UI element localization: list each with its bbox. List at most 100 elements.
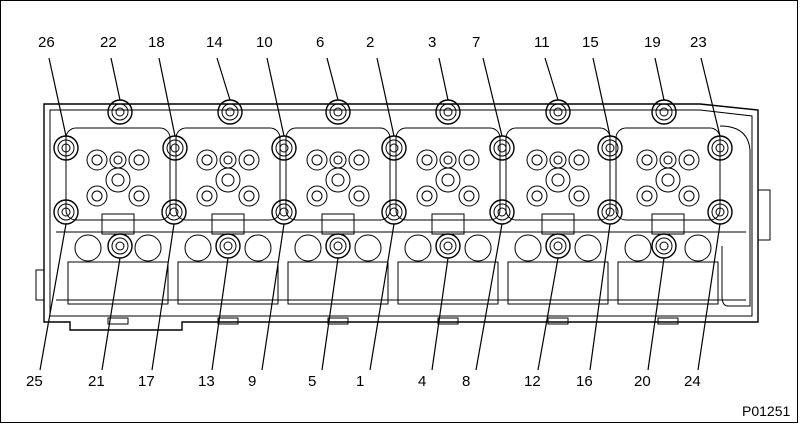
bolt xyxy=(651,99,677,125)
bottom-label: 25 xyxy=(26,373,43,390)
leader-line xyxy=(48,57,67,137)
bolt xyxy=(271,199,297,225)
leader-line xyxy=(101,257,121,371)
top-label: 15 xyxy=(582,34,599,51)
top-label: 14 xyxy=(206,34,223,51)
bolt-socket xyxy=(333,241,343,251)
valve-stem xyxy=(201,154,213,166)
leader-line xyxy=(537,257,559,371)
valve-stem xyxy=(133,190,145,202)
leader-line xyxy=(438,57,449,101)
bolt-socket xyxy=(389,207,399,217)
leader-line xyxy=(654,57,665,101)
bolt-socket xyxy=(497,207,507,217)
top-label: 22 xyxy=(100,34,117,51)
valve-seat xyxy=(636,185,658,207)
figure-reference: P01251 xyxy=(742,403,790,419)
bolt xyxy=(161,199,187,225)
valve-seat xyxy=(196,149,218,171)
bolt-head xyxy=(385,203,403,221)
port-face xyxy=(507,261,609,305)
bolt-head xyxy=(601,139,619,157)
valve-seat xyxy=(348,149,370,171)
bolt-head xyxy=(493,203,511,221)
bolt xyxy=(435,233,461,259)
right-boss xyxy=(758,189,771,241)
valve-seat xyxy=(568,185,590,207)
bolt-socket xyxy=(223,241,233,251)
valve-seat xyxy=(549,151,567,169)
bolt-socket xyxy=(497,143,507,153)
valve-stem xyxy=(311,154,323,166)
bolt-socket xyxy=(443,241,453,251)
valve-seat xyxy=(306,149,328,171)
valve-cover-seat xyxy=(285,127,391,221)
bracket-plate xyxy=(211,213,245,235)
bolt xyxy=(325,233,351,259)
bottom-label: 17 xyxy=(138,373,155,390)
bolt-head xyxy=(711,203,729,221)
bolt-socket xyxy=(115,241,125,251)
valve-seat xyxy=(458,185,480,207)
leader-line xyxy=(158,57,176,137)
bolt xyxy=(325,99,351,125)
port-face xyxy=(617,261,719,305)
port-face xyxy=(397,261,499,305)
valve-seat xyxy=(439,151,457,169)
port-opening xyxy=(184,234,212,262)
valve-seat xyxy=(196,185,218,207)
top-label: 10 xyxy=(256,34,273,51)
valve-stem xyxy=(311,190,323,202)
leader-line xyxy=(376,57,395,137)
tab xyxy=(437,317,459,325)
bolt-socket xyxy=(715,207,725,217)
bolt xyxy=(489,135,515,161)
bottom-label: 4 xyxy=(418,373,426,390)
valve-cover-seat xyxy=(615,127,721,221)
valve-stem xyxy=(463,190,475,202)
injector-bore xyxy=(545,167,571,193)
valve-seat xyxy=(678,185,700,207)
water-passage xyxy=(719,125,751,307)
bolt-head xyxy=(655,237,673,255)
valve-stem xyxy=(113,155,123,165)
bolt xyxy=(651,233,677,259)
injector-bore xyxy=(215,167,241,193)
injector-tip xyxy=(331,173,345,187)
cylinder-section xyxy=(505,127,611,325)
bolt-head xyxy=(549,103,567,121)
bolt-socket xyxy=(61,143,71,153)
cylinder-section xyxy=(395,127,501,325)
bolt-head xyxy=(111,103,129,121)
valve-stem xyxy=(201,190,213,202)
bolt xyxy=(107,99,133,125)
bolt-socket xyxy=(170,143,180,153)
valve-cover-seat xyxy=(65,127,171,221)
port-opening xyxy=(134,234,162,262)
valve-seat xyxy=(329,151,347,169)
injector-bore xyxy=(325,167,351,193)
port-opening xyxy=(244,234,272,262)
valve-stem xyxy=(333,155,343,165)
valve-seat xyxy=(659,151,677,169)
valve-stem xyxy=(553,155,563,165)
valve-stem xyxy=(641,154,653,166)
bolt xyxy=(545,233,571,259)
valve-seat xyxy=(238,149,260,171)
port-opening xyxy=(74,234,102,262)
bolt-head xyxy=(711,139,729,157)
valve-stem xyxy=(353,154,365,166)
leader-line xyxy=(266,57,285,137)
valve-stem xyxy=(641,190,653,202)
valve-stem xyxy=(683,190,695,202)
leader-lines xyxy=(39,57,721,371)
cylinder-section xyxy=(175,127,281,325)
bolt-socket xyxy=(659,107,669,117)
leader-line xyxy=(110,57,121,101)
bolt-socket xyxy=(279,207,289,217)
valve-seat xyxy=(416,149,438,171)
valve-seat xyxy=(306,185,328,207)
bolt-socket xyxy=(225,107,235,117)
bottom-label: 20 xyxy=(634,373,651,390)
